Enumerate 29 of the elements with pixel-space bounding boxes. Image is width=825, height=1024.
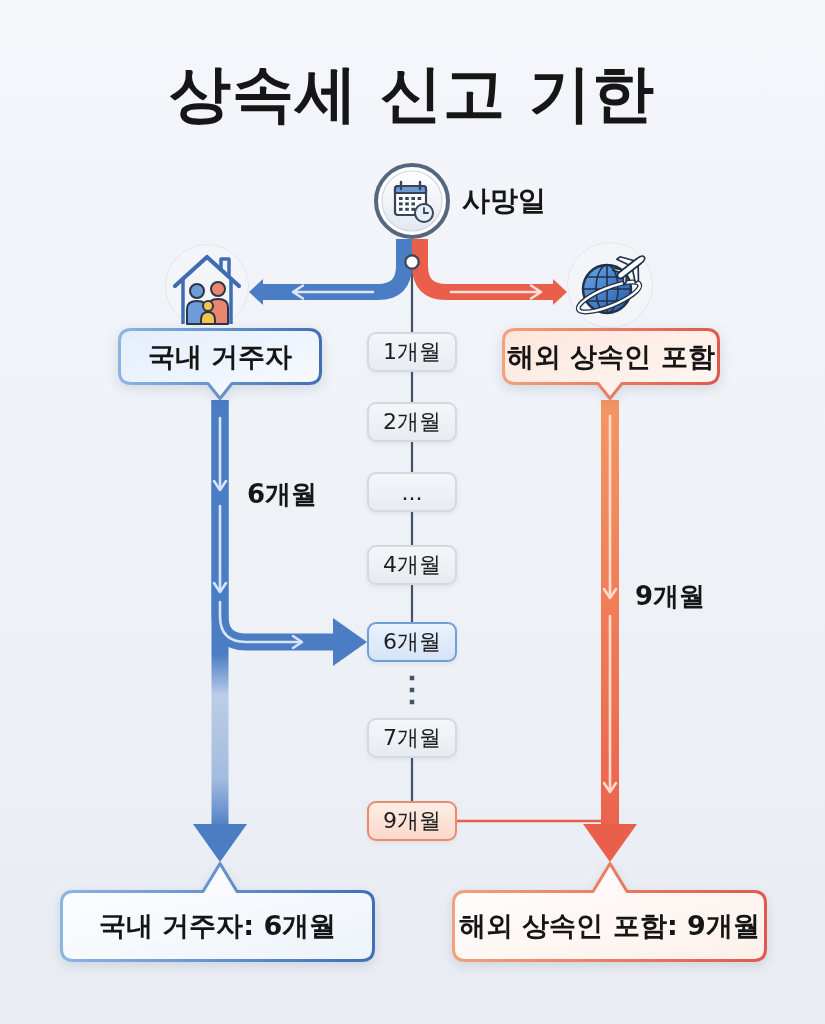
category-bubble: 해외 상속인 포함 bbox=[502, 328, 720, 400]
timeline-step: 9개월 bbox=[367, 801, 457, 841]
timeline-line bbox=[410, 758, 414, 801]
timeline-step: 7개월 bbox=[367, 718, 457, 758]
timeline-step: 1개월 bbox=[367, 332, 457, 372]
summary-callout: 국내 거주자: 6개월 bbox=[60, 862, 375, 962]
timeline-step: 4개월 bbox=[367, 545, 457, 585]
timeline-step: 2개월 bbox=[367, 402, 457, 442]
event-label: 사망일 bbox=[462, 183, 546, 219]
flow-arrow bbox=[193, 400, 247, 862]
timeline-line bbox=[410, 512, 414, 545]
edge-label: 6개월 bbox=[246, 479, 318, 511]
flow-arrow bbox=[583, 400, 637, 862]
category-bubble: 국내 거주자 bbox=[118, 328, 322, 400]
flow-arrow bbox=[412, 239, 569, 307]
flow-arrow bbox=[247, 239, 412, 307]
timeline-line bbox=[410, 585, 414, 622]
summary-callout: 해외 상속인 포함: 9개월 bbox=[452, 862, 767, 962]
connector-line bbox=[457, 819, 601, 823]
house-family-icon bbox=[165, 244, 249, 328]
junction-dot-icon bbox=[404, 254, 420, 270]
title: 상속세 신고 기한 bbox=[168, 58, 656, 130]
globe-airplane-icon bbox=[567, 242, 653, 328]
timeline-line bbox=[410, 372, 414, 402]
timeline-step: ... bbox=[367, 472, 457, 512]
timeline-line bbox=[410, 270, 414, 332]
timeline-line bbox=[410, 442, 414, 472]
timeline-step: 6개월 bbox=[367, 622, 457, 662]
edge-label: 9개월 bbox=[634, 581, 706, 613]
